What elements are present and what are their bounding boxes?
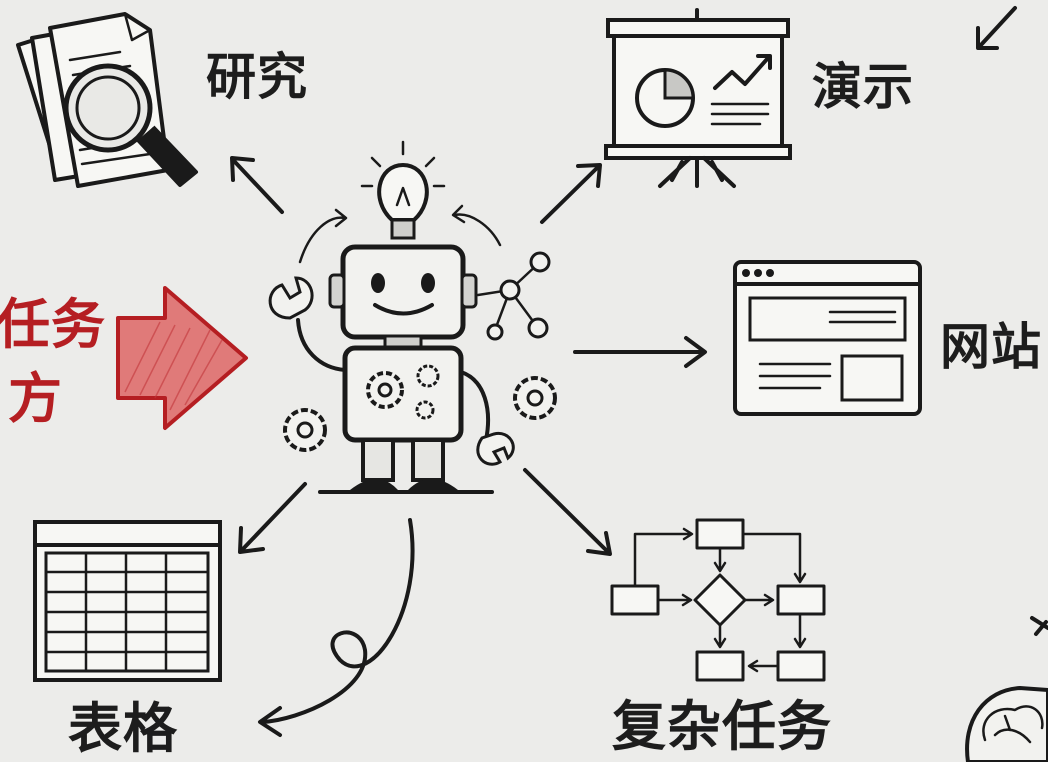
presentation-board-icon	[604, 8, 792, 188]
label-research: 研究	[206, 48, 308, 106]
website-browser-icon	[733, 260, 922, 416]
document-magnifier-icon	[16, 12, 198, 188]
label-complex-tasks: 复杂任务	[612, 695, 832, 758]
label-spreadsheet: 表格	[68, 697, 178, 760]
robot-icon	[268, 140, 557, 494]
connector-arrows	[230, 6, 1048, 737]
lightbulb-icon	[360, 140, 446, 240]
spreadsheet-table-icon	[33, 520, 222, 682]
gear-icon	[283, 376, 557, 452]
label-left-line1: 任务	[0, 293, 106, 356]
wrench-icon	[268, 276, 314, 320]
brain-icon	[965, 685, 1048, 762]
gear-icon	[366, 364, 440, 420]
flowchart-icon	[610, 518, 826, 682]
label-website: 网站	[940, 318, 1042, 376]
label-presentation: 演示	[812, 58, 914, 116]
input-arrow	[116, 286, 248, 430]
label-left-line2: 方	[8, 367, 63, 430]
